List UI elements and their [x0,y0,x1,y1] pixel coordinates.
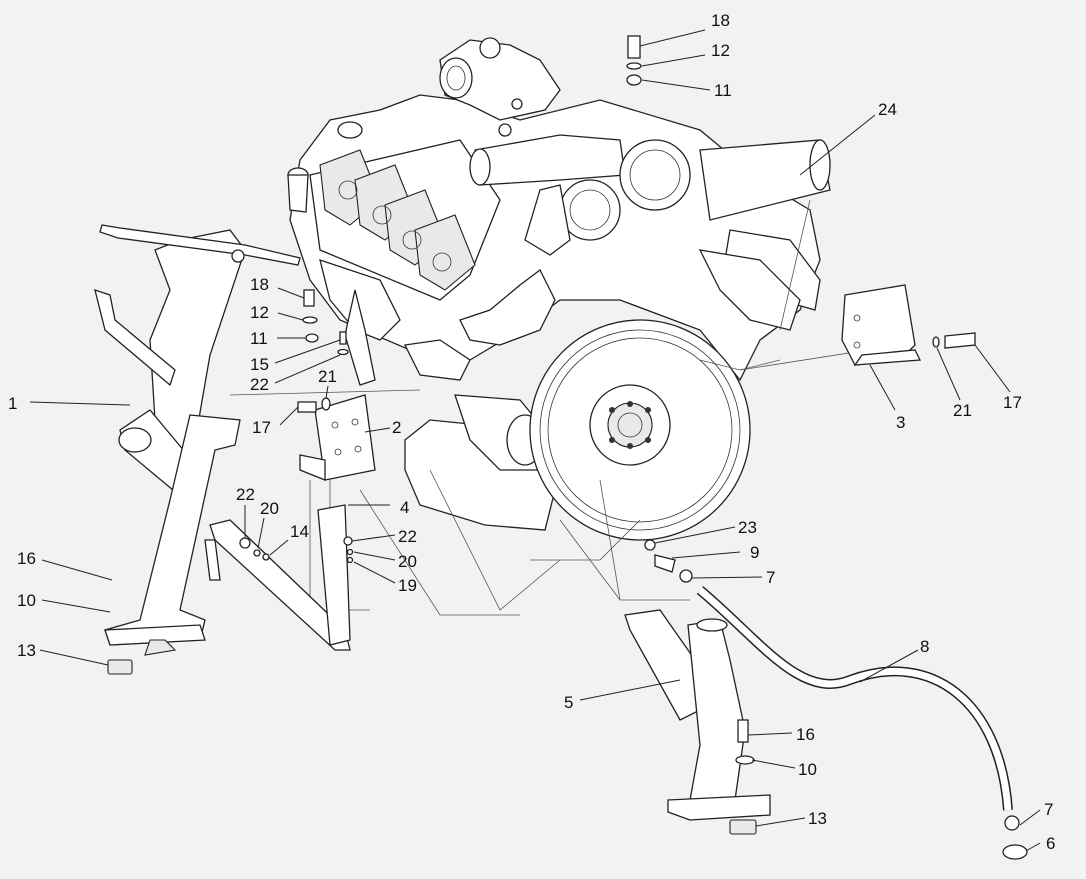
right-stand [624,609,771,835]
callout-11: 11 [714,81,732,100]
callout-12: 12 [250,303,269,322]
callout-7: 7 [1044,800,1053,819]
callout-1: 1 [8,394,17,413]
callout-21: 21 [953,401,972,420]
callout-22: 22 [398,527,417,546]
callout-13: 13 [808,809,827,828]
callout-23: 23 [738,518,757,537]
callout-15: 15 [250,355,269,374]
leader-lines [29,29,1041,852]
cross-bar [204,519,351,651]
callout-8: 8 [920,637,929,656]
left-stand [104,414,241,675]
callout-13: 13 [17,641,36,660]
callout-18: 18 [711,11,730,30]
callout-20: 20 [398,552,417,571]
callout-16: 16 [17,549,36,568]
right-bracket-3 [841,284,976,366]
callout-17: 17 [252,418,271,437]
callout-11: 11 [250,329,268,348]
drain-hose [644,539,1028,860]
flywheel-housing [529,319,751,541]
callout-5: 5 [564,693,573,712]
callout-17: 17 [1003,393,1022,412]
callout-24: 24 [878,100,897,119]
fasteners-top [626,35,642,86]
callout-14: 14 [290,522,309,541]
bracket-2 [299,394,376,481]
fasteners-left [297,289,349,413]
callout-22: 22 [236,485,255,504]
callout-4: 4 [400,498,409,517]
callout-18: 18 [250,275,269,294]
cylinder-head-covers [319,149,476,291]
callout-12: 12 [711,41,730,60]
callout-6: 6 [1046,834,1055,853]
callout-20: 20 [260,499,279,518]
callout-21: 21 [318,367,337,386]
callout-10: 10 [798,760,817,779]
callout-22: 22 [250,375,269,394]
callout-16: 16 [796,725,815,744]
callout-2: 2 [392,418,401,437]
callout-labels: 18 12 11 24 18 12 11 15 22 21 1 17 2 3 2… [8,11,1055,853]
callout-7: 7 [766,568,775,587]
callout-3: 3 [896,413,905,432]
callout-10: 10 [17,591,36,610]
bracket-4 [317,504,354,646]
turbocharger [524,139,691,256]
callout-9: 9 [750,543,759,562]
callout-19: 19 [398,576,417,595]
